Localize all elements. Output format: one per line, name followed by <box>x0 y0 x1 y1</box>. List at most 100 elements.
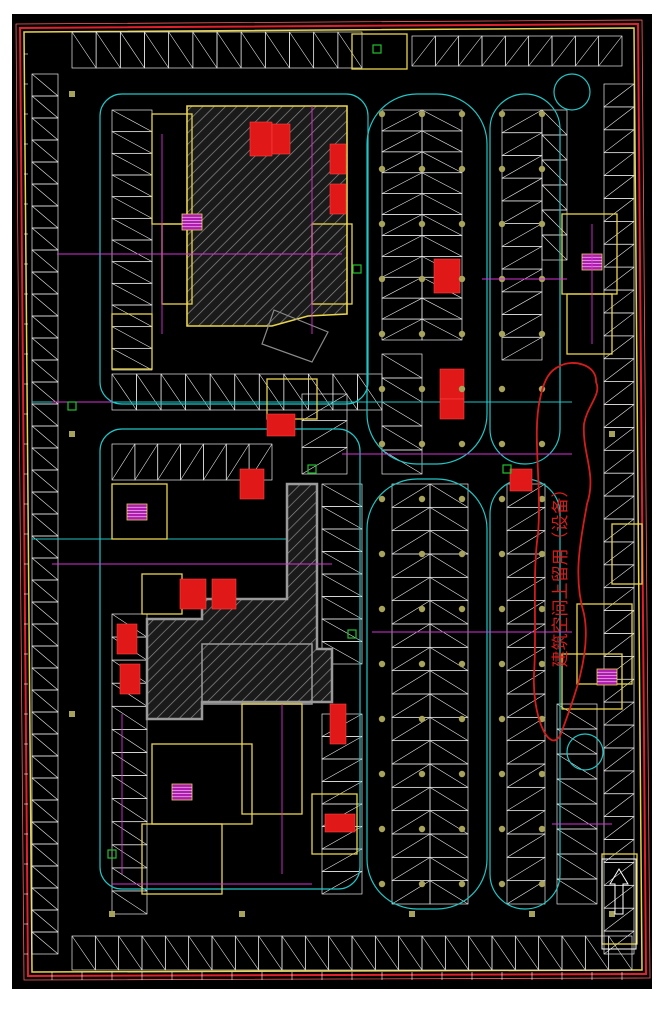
stall-diagonal <box>506 647 546 671</box>
stall-diagonal <box>321 758 363 782</box>
stall-diagonal <box>603 129 635 153</box>
stall-diagonal <box>391 553 431 578</box>
stall-diagonal <box>31 513 59 537</box>
stall-diagonal <box>556 828 598 855</box>
stall-diagonal <box>111 706 148 730</box>
column <box>538 880 546 888</box>
stall-diagonal <box>31 293 59 317</box>
handwritten-annotation: 建筑空间上留用（设备） <box>532 362 599 742</box>
stall-diagonal <box>31 535 59 559</box>
stall-diagonal <box>391 833 431 858</box>
service-room <box>151 113 193 225</box>
stall-diagonal <box>603 587 635 611</box>
column <box>418 220 426 228</box>
stall-diagonal <box>31 425 59 449</box>
stall-diagonal <box>429 833 469 858</box>
stall-diagonal <box>506 880 546 905</box>
stall-diagonal <box>421 193 463 215</box>
stall-diagonal <box>258 935 283 971</box>
column <box>418 825 426 833</box>
up-arrow-icon <box>609 868 629 915</box>
column <box>458 660 466 668</box>
column <box>498 880 506 888</box>
column <box>538 770 546 778</box>
stairs <box>126 213 618 801</box>
stall-diagonal <box>556 778 598 805</box>
stall-diagonal <box>31 359 59 383</box>
stall-diagonal <box>111 304 153 327</box>
stall-diagonal <box>501 291 543 315</box>
stall-diagonal <box>111 348 153 371</box>
column <box>418 550 426 558</box>
stall-diagonal <box>603 381 635 405</box>
column <box>498 330 506 338</box>
column <box>378 495 386 503</box>
column <box>498 495 506 503</box>
stall-diagonal <box>391 647 431 671</box>
equipment-room <box>266 413 296 437</box>
stall-diagonal <box>429 717 469 741</box>
column <box>418 110 426 118</box>
stall-diagonal <box>71 935 96 971</box>
stall-diagonal <box>381 297 423 320</box>
stall-diagonal <box>501 268 543 293</box>
stall-diagonal <box>429 577 469 601</box>
column <box>69 431 75 437</box>
stall-diagonal <box>31 491 59 515</box>
stall-diagonal <box>501 109 543 133</box>
stall-diagonal <box>603 312 635 337</box>
stall-diagonal <box>381 277 423 299</box>
green-mark <box>307 464 317 474</box>
column <box>498 550 506 558</box>
stall-diagonal <box>391 623 431 648</box>
stall-diagonal <box>313 31 339 69</box>
stall-diagonal <box>381 256 423 278</box>
stall-diagonal <box>31 865 59 889</box>
stair <box>596 668 618 686</box>
site-boundary <box>15 19 651 981</box>
stall-diagonal <box>31 73 59 97</box>
column <box>538 825 546 833</box>
green-mark <box>352 264 362 274</box>
service-room <box>151 743 253 825</box>
stall-diagonal <box>31 931 59 955</box>
column <box>458 605 466 613</box>
stall-diagonal <box>515 935 539 971</box>
column <box>498 715 506 723</box>
green-mark <box>67 401 77 411</box>
stall-diagonal <box>501 223 543 247</box>
stall-diagonal <box>391 740 431 765</box>
handwritten-note: 建筑空间上留用（设备） <box>551 481 571 668</box>
equipment-room <box>329 143 347 175</box>
stall-diagonal <box>381 193 423 215</box>
stall-diagonal <box>111 153 153 176</box>
column <box>458 275 466 283</box>
stall-diagonal <box>381 401 423 427</box>
stall-diagonal <box>180 443 204 481</box>
parking-stall <box>556 878 598 905</box>
stall-diagonal <box>421 297 463 320</box>
stall-diagonal <box>31 403 59 427</box>
stall-diagonal <box>603 358 635 382</box>
stall-diagonal <box>603 541 635 566</box>
stall-diagonal <box>603 472 635 497</box>
stall-diagonal <box>31 205 59 229</box>
stall-diagonal <box>421 172 463 194</box>
column <box>498 605 506 613</box>
stall-diagonal <box>337 31 363 69</box>
stall-diagonal <box>458 35 483 67</box>
column <box>529 911 535 917</box>
stall-diagonal <box>265 31 290 69</box>
stall-diagonal <box>398 935 423 971</box>
stall-diagonal <box>111 261 153 284</box>
stall-diagonal <box>357 373 383 411</box>
cad-canvas[interactable]: 建筑空间上留用（设备） <box>12 14 652 989</box>
column <box>609 911 615 917</box>
stall-diagonal <box>281 935 306 971</box>
equipment-room <box>329 183 347 215</box>
stall-diagonal <box>321 781 363 805</box>
column <box>538 550 546 558</box>
stall-diagonal <box>429 787 469 811</box>
core-areas <box>145 105 348 721</box>
green-marks <box>67 44 512 859</box>
